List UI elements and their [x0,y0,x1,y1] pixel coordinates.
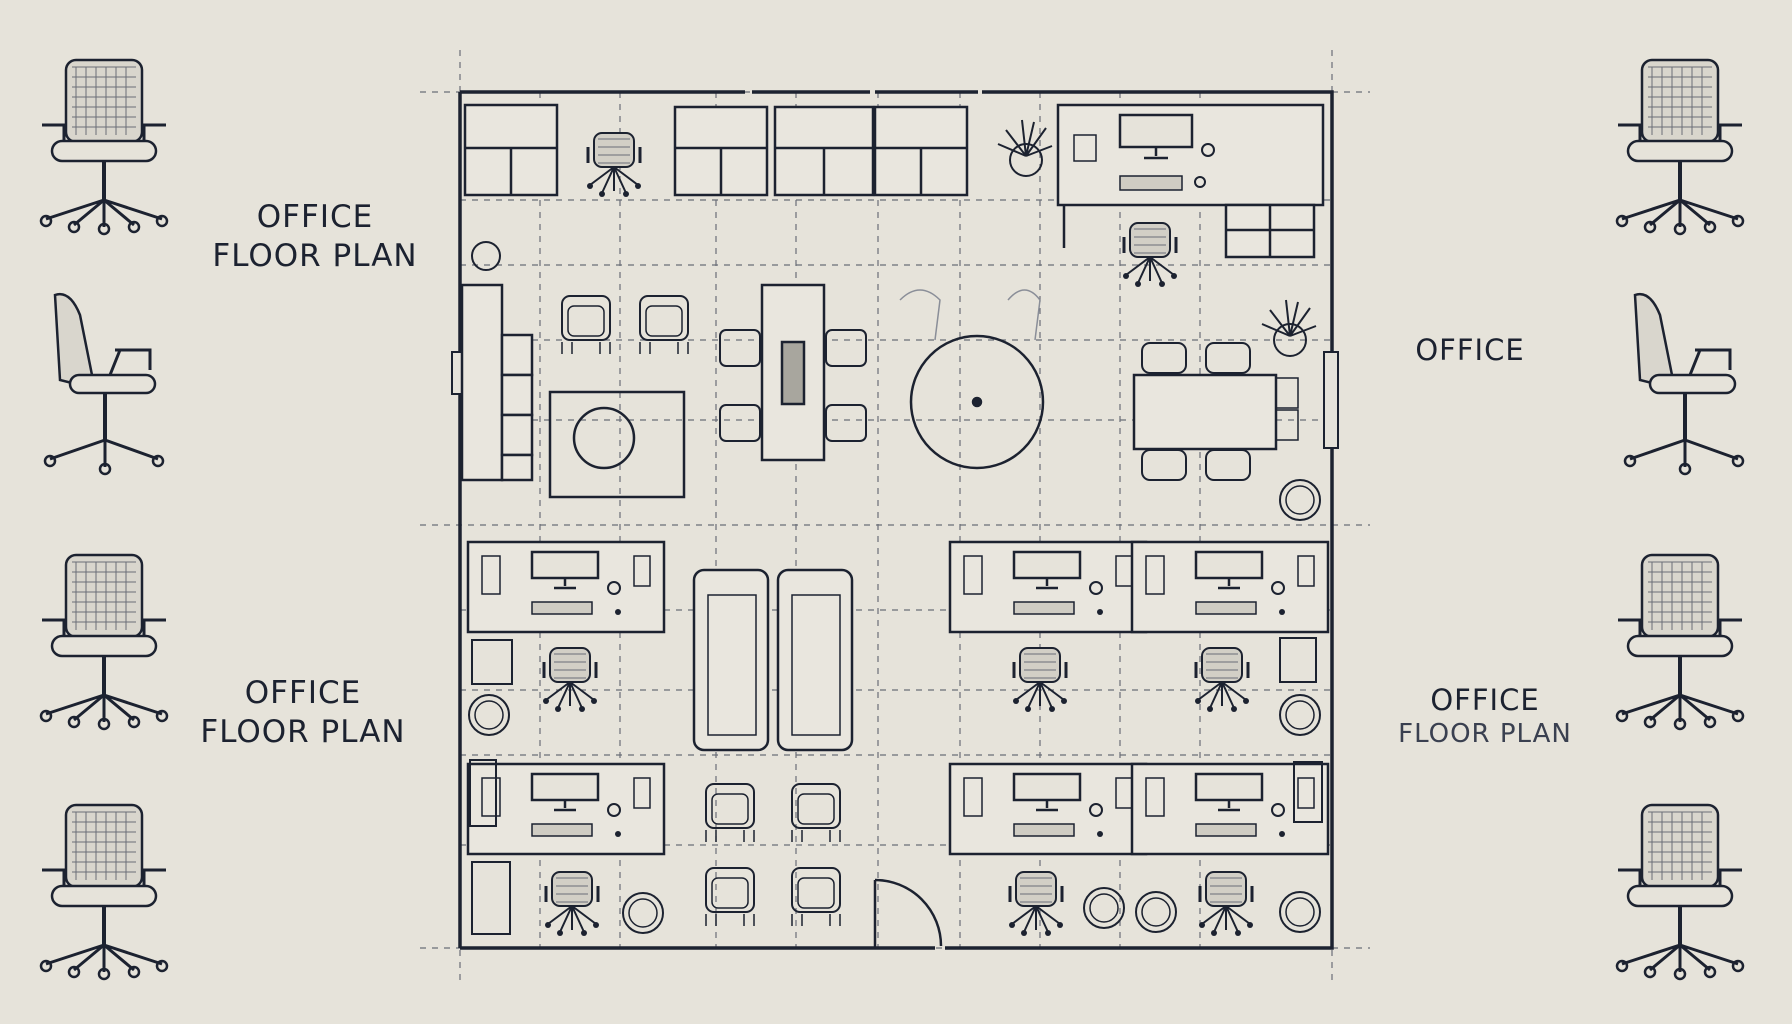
sofa-icon [692,568,854,752]
armchair-icon [561,295,611,355]
office-chair-icon [1197,870,1255,938]
office-chair-icon [543,870,601,938]
round-table [899,289,1045,470]
table-icon [760,283,826,462]
stool-icon [1083,887,1125,929]
caption-right-line-2: FLOOR PLAN [1398,719,1572,750]
desk-icon [466,762,666,856]
office-label: OFFICE [1380,332,1560,368]
office-chair-icon [39,803,169,981]
armchair-icon [791,783,841,843]
caption-right-line-1: OFFICE [1430,683,1540,717]
office-chair-icon [541,646,599,714]
caption-line-1: OFFICE [244,675,362,711]
armchair-icon [791,867,841,927]
meeting-chairs [1141,342,1251,481]
armchair-icon [639,295,689,355]
armchair-icon [705,867,755,927]
side-drawers [469,637,1323,935]
desk-icon [1130,762,1330,856]
coffee-table [548,390,686,499]
armchair-icon [705,783,755,843]
office-chair-icon [1615,553,1745,731]
floor-plan-title: OFFICE FLOOR PLAN [190,198,440,276]
stool-icon [1135,891,1177,933]
manager-desk [1056,103,1325,259]
conference-chairs [719,329,867,442]
office-label-text: OFFICE [1415,333,1525,367]
title-line-2: FLOOR PLAN [212,237,418,274]
meeting-table [1132,373,1299,451]
desk-icon [1130,540,1330,634]
office-chair-icon [1007,870,1065,938]
storage-cabinets [463,103,969,197]
office-chair-icon [39,553,169,731]
floor-plan-caption: OFFICE FLOOR PLAN [178,674,428,752]
office-chair-icon [39,58,169,236]
stool-icon [1279,479,1321,521]
desk-icon [948,540,1148,634]
door-icon [873,878,943,948]
stool-icon [1279,694,1321,736]
stool-icon [622,892,664,934]
workstation-group [466,540,1330,938]
office-chair-icon [1121,221,1179,289]
office-chair-icon [43,292,165,476]
office-chair-icon [1193,646,1251,714]
caption-line-2: FLOOR PLAN [200,713,406,750]
sofa-icon [460,283,534,482]
plant-icon [1261,299,1317,357]
office-chair-icon [585,131,643,199]
floor-plan-caption-right: OFFICE FLOOR PLAN [1365,682,1605,751]
title-line-1: OFFICE [256,199,374,235]
office-chair-icon [1615,58,1745,236]
stool-icon [468,694,510,736]
desk-icon [948,762,1148,856]
office-chair-icon [1623,292,1745,476]
outer-walls [458,90,1334,950]
stool-icon [1279,891,1321,933]
office-chair-icon [1615,803,1745,981]
plant-icon [997,119,1053,177]
office-chair-icon [1011,646,1069,714]
desk-icon [466,540,666,634]
